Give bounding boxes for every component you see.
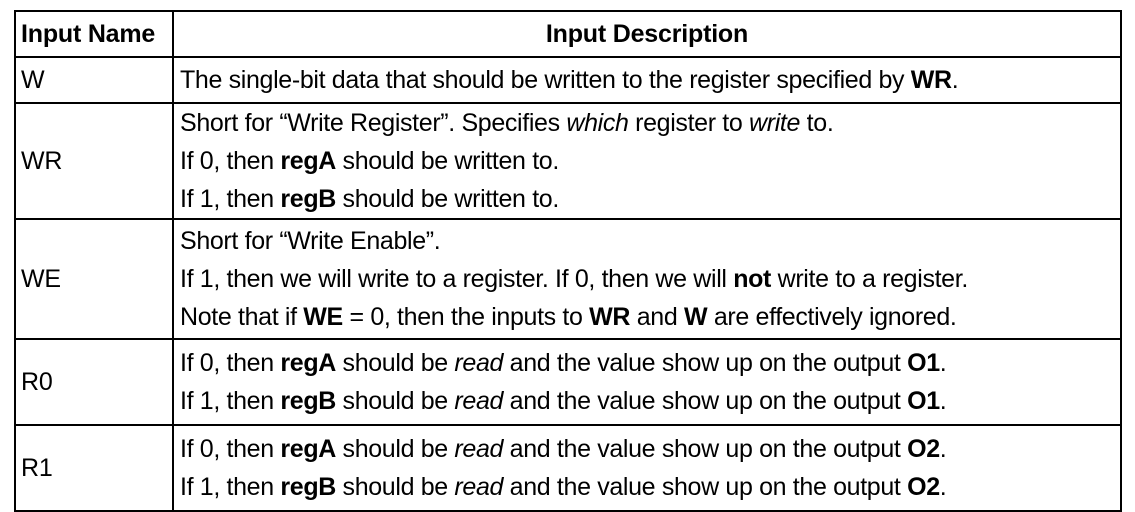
text-run: If 1, then	[180, 387, 281, 415]
emphasis-bold: O1	[907, 387, 940, 415]
text-run: .	[939, 473, 947, 501]
text-run: to.	[800, 109, 834, 137]
text-run: If 1, then	[180, 185, 281, 213]
emphasis-bold: O1	[907, 349, 940, 377]
emphasis-bold: regA	[280, 349, 336, 377]
text-run: should be	[335, 473, 455, 501]
cell-input-description: Short for “Write Register”. Specifies wh…	[172, 102, 1122, 220]
text-run: are effectively ignored.	[707, 303, 957, 331]
text-run: Short for “Write Enable”.	[180, 227, 441, 255]
emphasis-bold: regA	[280, 435, 336, 463]
description-line: Short for “Write Enable”.	[180, 222, 1116, 260]
emphasis-italic: read	[454, 473, 504, 501]
description-line: If 1, then we will write to a register. …	[180, 260, 1116, 298]
text-run: If 0, then	[180, 147, 281, 175]
cell-input-name: R1	[14, 424, 174, 512]
cell-input-description: The single-bit data that should be writt…	[172, 56, 1122, 104]
cell-input-name: R0	[14, 338, 174, 426]
cell-input-name: W	[14, 56, 174, 104]
table-header-row: Input Name Input Description	[14, 10, 1122, 58]
emphasis-italic: write	[749, 109, 801, 137]
text-run: should be	[335, 349, 455, 377]
text-run: .	[951, 66, 959, 94]
cell-input-description: If 0, then regA should be read and the v…	[172, 338, 1122, 426]
text-run: should be written to.	[335, 147, 560, 175]
emphasis-italic: which	[566, 109, 629, 137]
text-run: If 1, then we will write to a register. …	[180, 265, 734, 293]
text-run: .	[939, 435, 947, 463]
description-line: Note that if WE = 0, then the inputs to …	[180, 298, 1116, 336]
cell-input-name: WR	[14, 102, 174, 220]
emphasis-bold: WR	[589, 303, 631, 331]
text-run: and the value show up on the output	[503, 473, 908, 501]
cell-input-description: If 0, then regA should be read and the v…	[172, 424, 1122, 512]
text-run: .	[939, 387, 947, 415]
text-run: register to	[628, 109, 750, 137]
text-run: Short for “Write Register”. Specifies	[180, 109, 567, 137]
table-header: Input Name Input Description	[14, 10, 1122, 58]
emphasis-bold: regB	[280, 387, 336, 415]
description-line: If 1, then regB should be read and the v…	[180, 468, 1116, 506]
text-run: The single-bit data that should be writt…	[180, 66, 911, 94]
description-line: The single-bit data that should be writt…	[180, 61, 1116, 99]
text-run: should be	[335, 387, 455, 415]
column-header-input-name: Input Name	[14, 10, 174, 58]
emphasis-italic: read	[454, 387, 504, 415]
text-run: should be	[335, 435, 455, 463]
text-run: .	[939, 349, 947, 377]
description-line: If 1, then regB should be written to.	[180, 180, 1116, 218]
emphasis-bold: W	[683, 303, 708, 331]
text-run: If 0, then	[180, 349, 281, 377]
emphasis-italic: read	[454, 349, 504, 377]
text-run: should be written to.	[335, 185, 560, 213]
description-line: Short for “Write Register”. Specifies wh…	[180, 104, 1116, 142]
emphasis-bold: O2	[907, 473, 940, 501]
text-run: and the value show up on the output	[503, 387, 908, 415]
column-header-input-description: Input Description	[172, 10, 1122, 58]
cell-input-description: Short for “Write Enable”. If 1, then we w…	[172, 218, 1122, 340]
emphasis-bold: O2	[907, 435, 940, 463]
emphasis-bold: regB	[280, 185, 336, 213]
text-run: and the value show up on the output	[503, 435, 908, 463]
emphasis-bold: WE	[303, 303, 343, 331]
description-line: If 0, then regA should be read and the v…	[180, 344, 1116, 382]
text-run: and the value show up on the output	[503, 349, 908, 377]
description-line: If 0, then regA should be written to.	[180, 142, 1116, 180]
emphasis-bold: regA	[280, 147, 336, 175]
text-run: If 0, then	[180, 435, 281, 463]
text-run: write to a register.	[771, 265, 969, 293]
emphasis-italic: read	[454, 435, 504, 463]
description-line: If 1, then regB should be read and the v…	[180, 382, 1116, 420]
text-run: = 0, then the inputs to	[342, 303, 590, 331]
cell-input-name: WE	[14, 218, 174, 340]
emphasis-bold: WR	[910, 66, 952, 94]
description-line: If 0, then regA should be read and the v…	[180, 430, 1116, 468]
text-run: Note that if	[180, 303, 304, 331]
emphasis-bold: not	[733, 265, 772, 293]
text-run: and	[630, 303, 684, 331]
emphasis-bold: regB	[280, 473, 336, 501]
text-run: If 1, then	[180, 473, 281, 501]
